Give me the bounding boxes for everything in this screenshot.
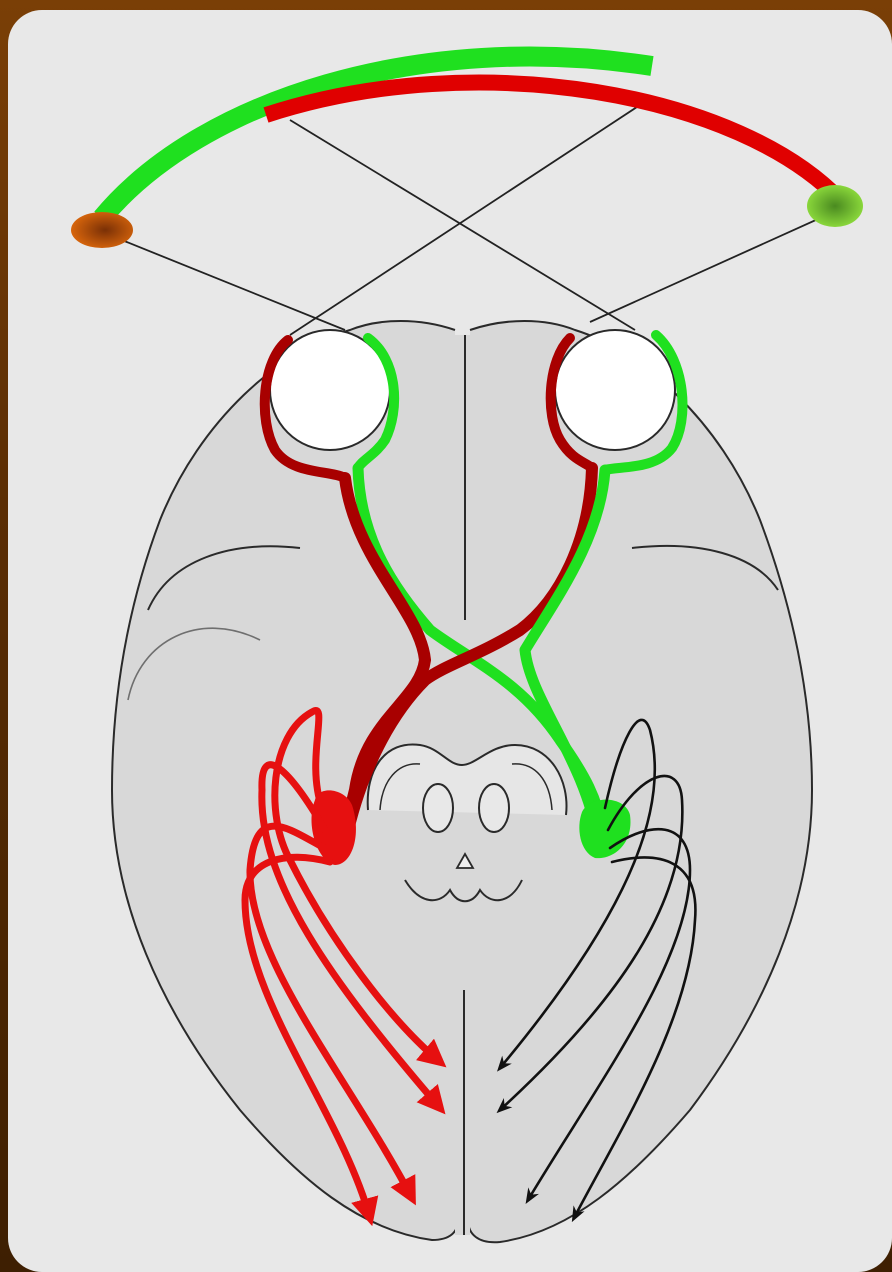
visual-field-arc-red	[266, 83, 840, 200]
eye-right	[555, 330, 675, 450]
fixation-point-green	[807, 185, 863, 227]
cerebral-peduncle-right	[479, 784, 509, 832]
fixation-point-orange	[71, 212, 133, 248]
cerebral-peduncle-left	[423, 784, 453, 832]
